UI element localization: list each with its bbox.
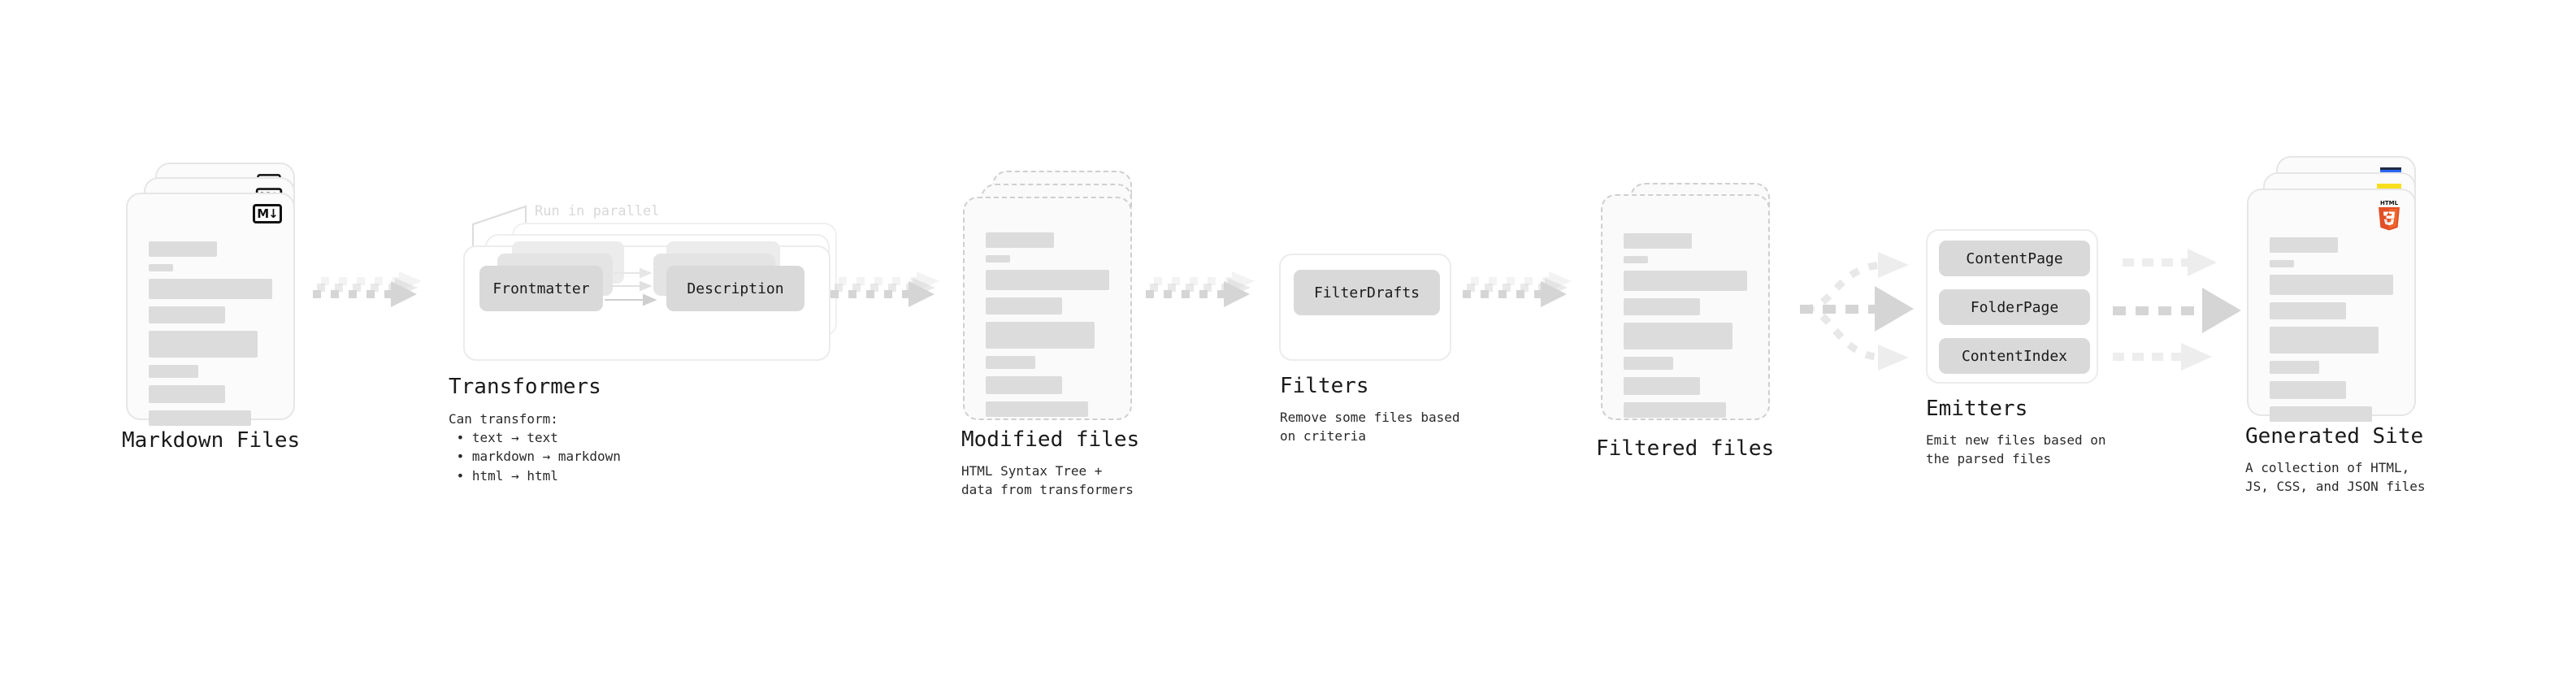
filters-box: FilterDrafts — [1279, 254, 1451, 361]
modified-card-stack — [963, 171, 1138, 423]
transformer-chip-description[interactable]: Description — [666, 266, 804, 311]
stage-generated-site: HTML Generated — [2245, 156, 2426, 494]
chip-label: FilterDrafts — [1313, 284, 1420, 301]
transformer-chip-frontmatter[interactable]: Frontmatter — [479, 266, 603, 311]
markdown-card-front: M↓ — [126, 193, 295, 426]
chip-label: FolderPage — [1970, 298, 2059, 316]
modified-files-title: Modified files — [961, 427, 1140, 452]
filters-title: Filters — [1280, 374, 1369, 398]
stage-markdown-files: M↓ M↓ M↓ Markdown Files — [122, 163, 301, 453]
stage-modified-files: Modified files HTML Syntax Tree + data f… — [961, 171, 1139, 497]
modified-card-front — [963, 197, 1132, 420]
connector-modified-to-filters — [1146, 271, 1255, 307]
html5-badge-icon: HTML — [2379, 200, 2400, 231]
svg-text:HTML: HTML — [2380, 200, 2399, 206]
modified-files-caption: HTML Syntax Tree + data from transformer… — [961, 463, 1134, 498]
card-content-lines — [2270, 237, 2393, 429]
emitter-chip-contentpage[interactable]: ContentPage — [1939, 241, 2090, 276]
run-in-parallel-label: Run in parallel — [535, 203, 660, 219]
site-card-html: HTML — [2247, 189, 2416, 422]
emitters-title: Emitters — [1926, 397, 2028, 421]
card-content-lines — [986, 232, 1109, 424]
transformers-box-front: Frontmatter Description — [463, 241, 830, 361]
filter-chip-filterdrafts[interactable]: FilterDrafts — [1294, 270, 1440, 315]
card-content-lines — [149, 241, 272, 433]
transformer-inner-arrows — [605, 267, 657, 306]
emitters-box: ContentPage FolderPage ContentIndex — [1926, 229, 2098, 384]
filters-caption: Remove some files based on criteria — [1280, 410, 1460, 445]
filtered-card-stack — [1601, 183, 1776, 427]
emitter-chip-contentindex[interactable]: ContentIndex — [1939, 338, 2090, 374]
stage-filtered-files: Filtered files — [1596, 183, 1776, 461]
connector-filtered-to-emitters — [1800, 252, 1914, 371]
css-badge-icon — [2380, 167, 2401, 173]
generated-site-caption: A collection of HTML, JS, CSS, and JSON … — [2245, 460, 2426, 495]
transformers-caption: Can transform: • text → text • markdown … — [449, 411, 621, 484]
transformers-title: Transformers — [449, 375, 601, 399]
card-content-lines — [1624, 233, 1747, 425]
site-card-stack: HTML — [2247, 156, 2422, 424]
filtered-card-front — [1601, 194, 1770, 420]
chip-label: ContentPage — [1966, 249, 2063, 267]
connector-transformers-to-modified — [830, 271, 939, 307]
emitters-caption: Emit new files based on the parsed files — [1926, 432, 2106, 467]
chip-label: Frontmatter — [492, 280, 590, 297]
chip-label: Description — [687, 280, 784, 297]
emitter-chip-folderpage[interactable]: FolderPage — [1939, 289, 2090, 325]
chip-label: ContentIndex — [1961, 347, 2068, 365]
filtered-files-title: Filtered files — [1596, 436, 1775, 461]
markdown-card-stack: M↓ M↓ M↓ — [126, 163, 301, 426]
markdown-files-title: Markdown Files — [122, 428, 301, 453]
connector-markdown-to-transformers — [313, 271, 422, 307]
markdown-badge-icon: M↓ — [253, 204, 282, 223]
connector-emitters-to-site — [2113, 249, 2241, 371]
run-in-parallel-bracket — [471, 205, 527, 249]
generated-site-title: Generated Site — [2245, 424, 2424, 449]
connector-filters-to-filtered — [1463, 271, 1572, 307]
